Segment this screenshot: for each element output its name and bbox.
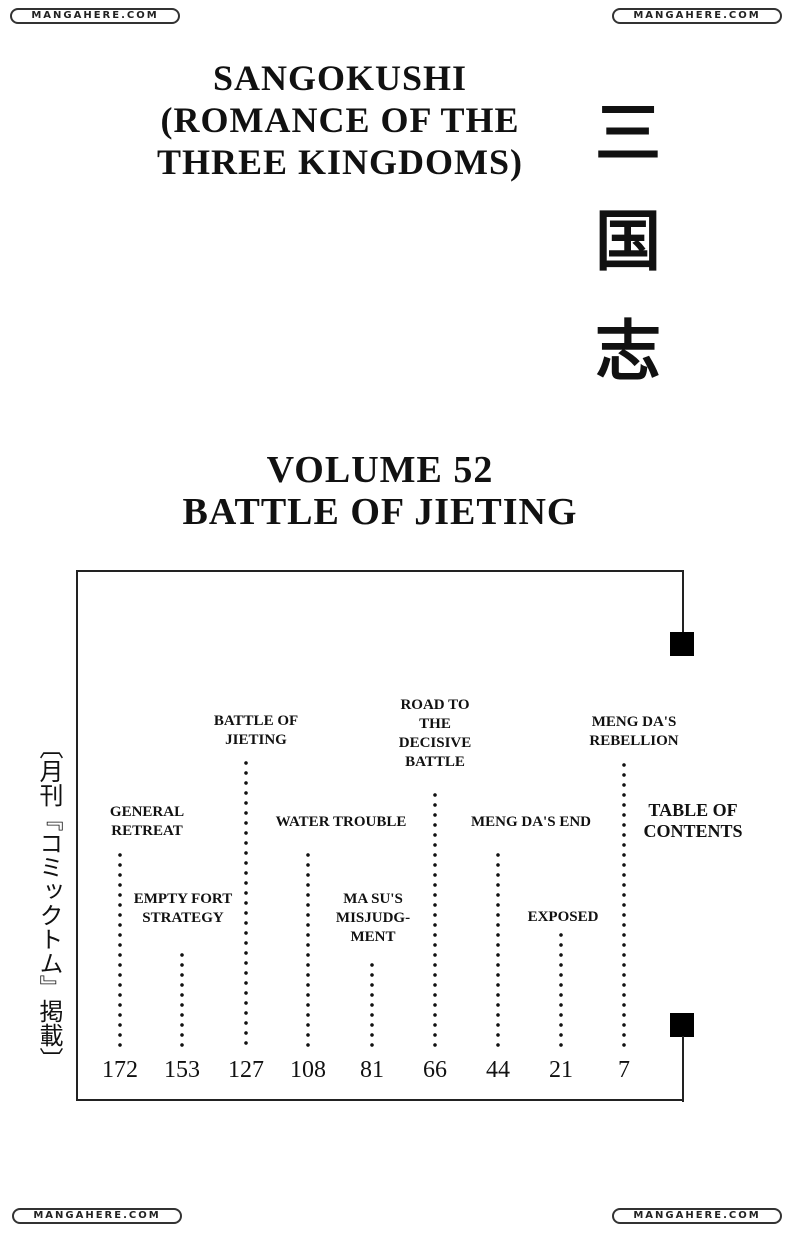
- square-marker-top: [670, 632, 694, 656]
- watermark: MANGAHERE.COM: [612, 1208, 782, 1224]
- frame-right-line-bottom: [682, 1036, 684, 1102]
- chapter-title: Meng Da's End: [470, 814, 591, 830]
- title-line-2: (Romance of the: [160, 100, 520, 140]
- square-marker-bottom: [670, 1013, 694, 1037]
- chapter-page: 127: [228, 1057, 264, 1083]
- watermark: MANGAHERE.COM: [10, 8, 180, 24]
- chapter-title: Water Trouble: [275, 814, 407, 830]
- kanji-san: 三: [595, 95, 661, 172]
- chapter-title: Ma Su's Misjudg- ment: [335, 891, 411, 945]
- frame-right-line-top: [682, 570, 684, 634]
- toc-label: Table of Contents: [643, 800, 743, 841]
- kanji-koku: 国: [595, 203, 661, 280]
- leader-dots: [306, 850, 310, 1050]
- chapter-page: 81: [360, 1057, 384, 1083]
- leader-dots: [622, 760, 626, 1050]
- volume-subtitle: Battle of Jieting: [182, 491, 578, 533]
- leader-dots: [559, 930, 563, 1050]
- leader-dots: [496, 850, 500, 1050]
- chapter-title: General Retreat: [109, 804, 185, 839]
- chapter-title: Road to the Decisive Battle: [398, 697, 472, 770]
- leader-dots: [244, 758, 248, 1050]
- chapter-page: 108: [290, 1057, 326, 1083]
- chapter-page: 7: [618, 1057, 630, 1083]
- toc-frame: [76, 570, 683, 1101]
- chapter-page: 153: [164, 1057, 200, 1083]
- volume-number: Volume 52: [266, 449, 494, 491]
- leader-dots: [180, 950, 184, 1050]
- chapter-title: Battle of Jieting: [213, 713, 299, 748]
- chapter-title: Exposed: [527, 909, 599, 925]
- chapter-title: Empty Fort Strategy: [133, 891, 233, 926]
- chapter-page: 172: [102, 1057, 138, 1083]
- watermark: MANGAHERE.COM: [12, 1208, 182, 1224]
- chapter-title: Meng Da's Rebellion: [589, 714, 679, 749]
- title-line-1: Sangokushi: [212, 58, 468, 98]
- chapter-page: 66: [423, 1057, 447, 1083]
- kanji-shi: 志: [595, 313, 661, 390]
- leader-dots: [433, 790, 437, 1050]
- chapter-page: 21: [549, 1057, 573, 1083]
- serialization-note: 〔月刊『コミックトム』掲載〕: [35, 735, 63, 1071]
- leader-dots: [370, 960, 374, 1050]
- chapter-page: 44: [486, 1057, 510, 1083]
- watermark: MANGAHERE.COM: [612, 8, 782, 24]
- leader-dots: [118, 850, 122, 1050]
- title-line-3: Three Kingdoms): [156, 142, 524, 182]
